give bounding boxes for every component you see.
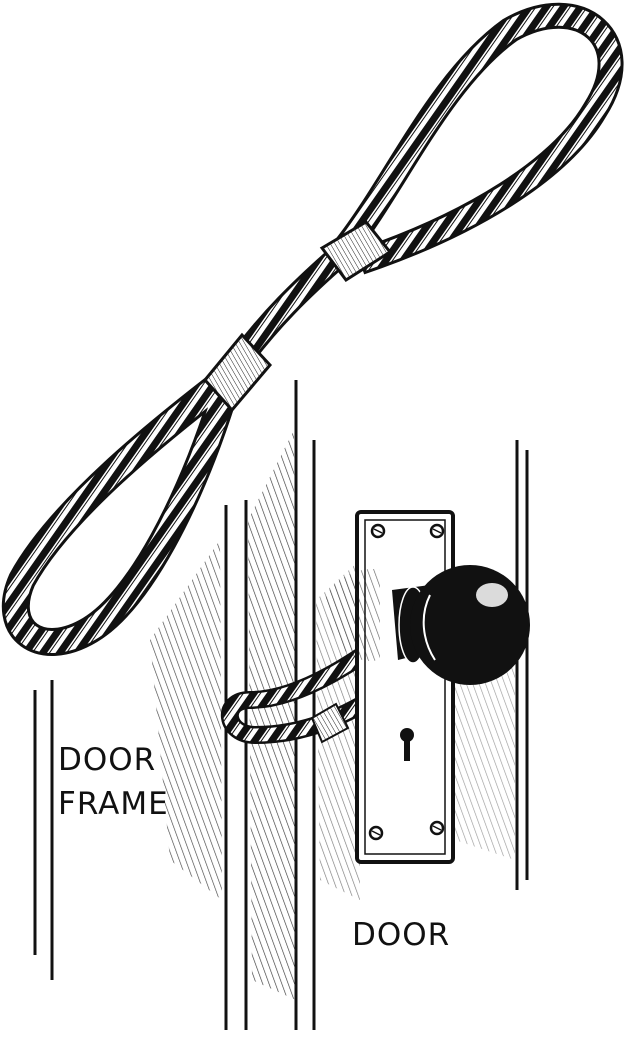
door-plate [357, 512, 453, 862]
door-frame-label-line2: FRAME [58, 782, 169, 826]
door-label: DOOR [352, 920, 450, 951]
door-frame-label: DOOR FRAME [58, 738, 169, 826]
rope-middle-strand [240, 255, 340, 360]
rope-upper-loop [345, 16, 611, 262]
door-edge-lines [517, 440, 527, 890]
door-frame-label-line1: DOOR [58, 738, 169, 782]
